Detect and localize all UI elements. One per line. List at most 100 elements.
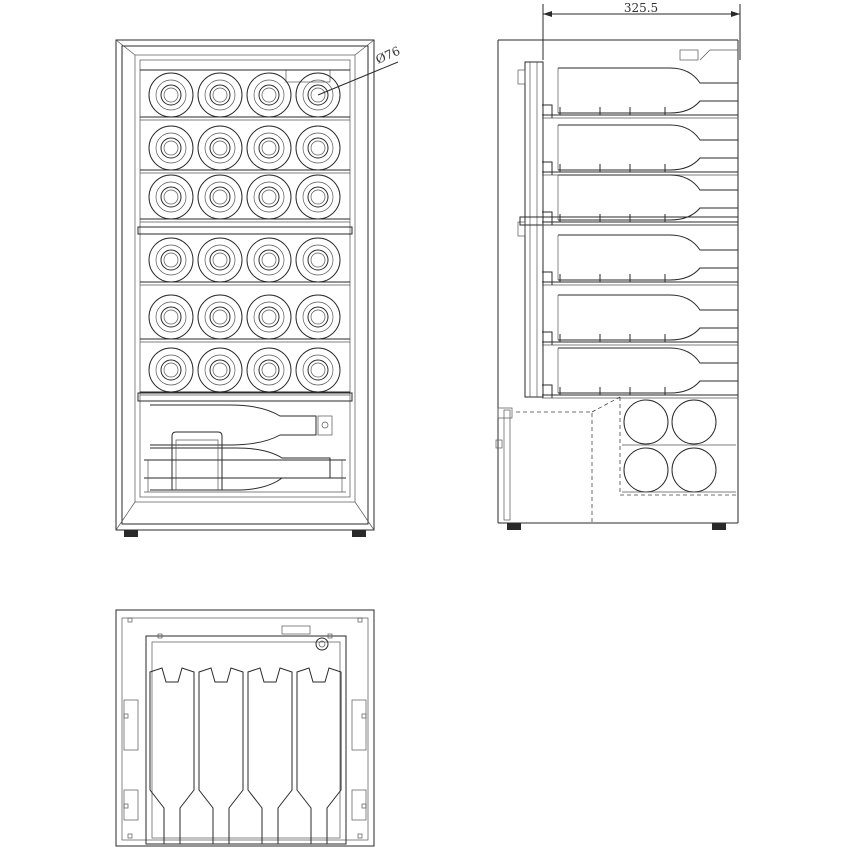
bottle-end bbox=[197, 237, 243, 283]
bottle-cap bbox=[163, 140, 179, 156]
front-bottle-ends bbox=[148, 72, 341, 393]
bottle-end-ring bbox=[155, 354, 187, 386]
bottle-end-ring bbox=[204, 354, 236, 386]
bottle-end bbox=[197, 347, 243, 393]
mounting-hole bbox=[361, 803, 367, 809]
bottle-neck bbox=[160, 249, 182, 271]
bottle-cap bbox=[310, 87, 326, 103]
front-shelves bbox=[140, 69, 350, 396]
bottle-neck bbox=[209, 359, 231, 381]
bottle-cap bbox=[310, 252, 326, 268]
bottle-cap bbox=[163, 309, 179, 325]
bottle-neck bbox=[258, 186, 280, 208]
side-bottles bbox=[557, 67, 739, 394]
shelf-front-lip bbox=[542, 271, 553, 285]
bottle-neck bbox=[258, 84, 280, 106]
top-bottles bbox=[149, 667, 342, 845]
shelf-front-lip bbox=[542, 104, 553, 118]
top-bottle bbox=[247, 667, 293, 845]
bottle-cap bbox=[261, 140, 277, 156]
bottle-end-ring bbox=[253, 354, 285, 386]
shelf-front-lip bbox=[542, 384, 553, 398]
side-bottle bbox=[558, 124, 739, 171]
bottle-cap bbox=[261, 309, 277, 325]
mounting-hole bbox=[127, 617, 133, 623]
bottle-end-ring bbox=[253, 244, 285, 276]
bottle-end-ring bbox=[204, 244, 236, 276]
bottle-end bbox=[295, 294, 341, 340]
bottle-cap bbox=[310, 140, 326, 156]
side-view: 325.5 bbox=[495, 1, 741, 530]
side-bottle bbox=[558, 294, 739, 341]
bottle-end-ring bbox=[204, 132, 236, 164]
side-bottle bbox=[558, 234, 739, 281]
bottle-end-ring bbox=[204, 79, 236, 111]
bottle-neck bbox=[307, 306, 329, 328]
bottle-end-ring bbox=[155, 301, 187, 333]
bottle-end-ring bbox=[155, 181, 187, 213]
bottle-end bbox=[197, 294, 243, 340]
bottle-end-ring bbox=[302, 244, 334, 276]
bottle-neck bbox=[307, 359, 329, 381]
bottle-end-ring bbox=[204, 301, 236, 333]
bottle-end bbox=[295, 125, 341, 171]
top-bottle bbox=[198, 667, 244, 845]
bottle-end bbox=[246, 347, 292, 393]
bottle-end-ring bbox=[302, 79, 334, 111]
mounting-hole bbox=[357, 617, 363, 623]
side-bottle bbox=[558, 347, 739, 394]
bottle-end bbox=[246, 237, 292, 283]
bottle-cap bbox=[163, 252, 179, 268]
bottle-end bbox=[148, 72, 194, 118]
bottle-neck bbox=[160, 84, 182, 106]
bottle-end-ring bbox=[253, 79, 285, 111]
diameter-label: Ø76 bbox=[374, 44, 403, 67]
bottle-end-ring bbox=[302, 132, 334, 164]
bottle-end bbox=[148, 294, 194, 340]
bottle-neck bbox=[307, 84, 329, 106]
bottle-cap bbox=[212, 87, 228, 103]
mounting-hole bbox=[157, 633, 163, 639]
mounting-hole bbox=[327, 633, 333, 639]
bottle-neck bbox=[307, 249, 329, 271]
bottle-cap bbox=[261, 189, 277, 205]
bottle-neck bbox=[209, 249, 231, 271]
side-end-bottle bbox=[671, 399, 717, 445]
bottle-end bbox=[295, 72, 341, 118]
bottle-end bbox=[295, 347, 341, 393]
bottle-cap bbox=[212, 362, 228, 378]
bottle-cap bbox=[310, 309, 326, 325]
bottle-neck bbox=[160, 306, 182, 328]
side-shelves bbox=[542, 104, 738, 399]
top-view bbox=[115, 609, 375, 847]
mounting-hole bbox=[127, 833, 133, 839]
bottle-end bbox=[246, 125, 292, 171]
bottle-end-ring bbox=[253, 181, 285, 213]
bottle-neck bbox=[209, 84, 231, 106]
top-mounting-holes bbox=[123, 617, 367, 839]
bottle-neck bbox=[307, 137, 329, 159]
bottle-end bbox=[197, 72, 243, 118]
bottle-cap bbox=[212, 189, 228, 205]
bottle-cap bbox=[261, 362, 277, 378]
side-bottle bbox=[558, 174, 739, 221]
top-bottle bbox=[149, 667, 195, 845]
bottle-cap bbox=[212, 309, 228, 325]
bottle-end-ring bbox=[302, 181, 334, 213]
shelf-front-lip bbox=[542, 211, 553, 225]
bottle-end bbox=[197, 125, 243, 171]
bottle-cap bbox=[261, 252, 277, 268]
bottle-neck bbox=[258, 249, 280, 271]
side-bottle bbox=[558, 67, 739, 114]
bottle-cap bbox=[163, 87, 179, 103]
bottle-neck bbox=[160, 359, 182, 381]
bottle-end bbox=[246, 294, 292, 340]
bottle-end-ring bbox=[155, 244, 187, 276]
depth-dimension-label: 325.5 bbox=[624, 1, 658, 15]
shelf-front-lip bbox=[542, 161, 553, 175]
bottle-neck bbox=[160, 137, 182, 159]
bottle-end-ring bbox=[302, 354, 334, 386]
bottle-cap bbox=[212, 140, 228, 156]
shelf-front-lip bbox=[542, 331, 553, 345]
